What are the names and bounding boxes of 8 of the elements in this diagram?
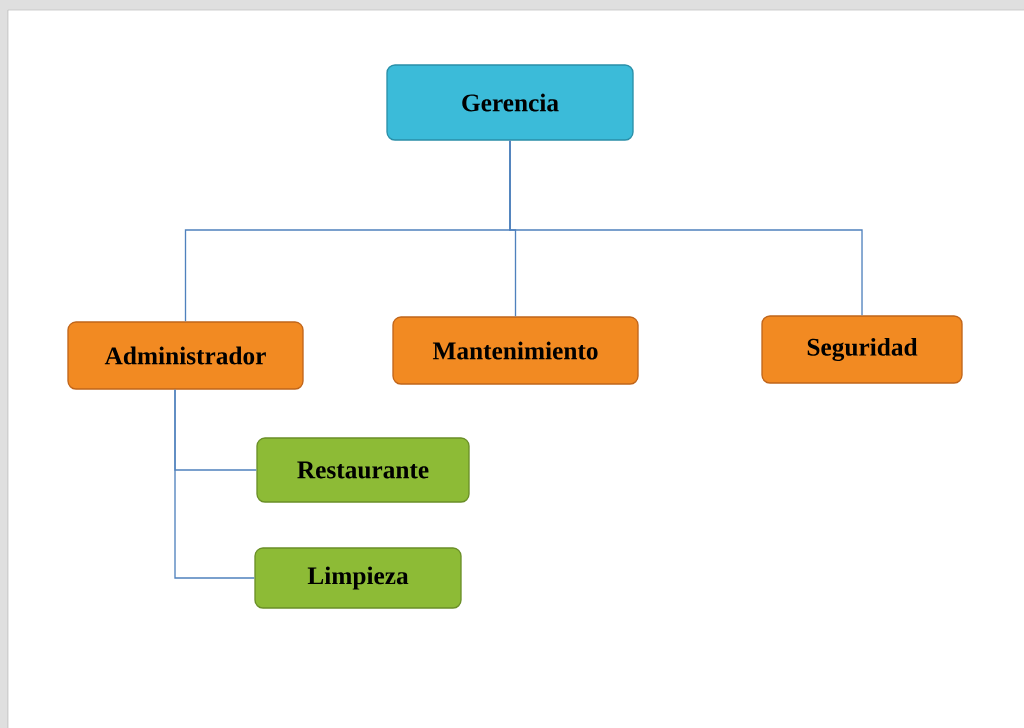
org-box: Limpieza — [254, 547, 462, 609]
org-box: Administrador — [67, 321, 304, 390]
org-box: Seguridad — [761, 315, 963, 384]
connector-line — [509, 140, 863, 316]
connector-line — [174, 389, 255, 579]
org-box: Mantenimiento — [392, 316, 639, 385]
org-box: Restaurante — [256, 437, 470, 503]
org-box: Gerencia — [386, 64, 634, 141]
